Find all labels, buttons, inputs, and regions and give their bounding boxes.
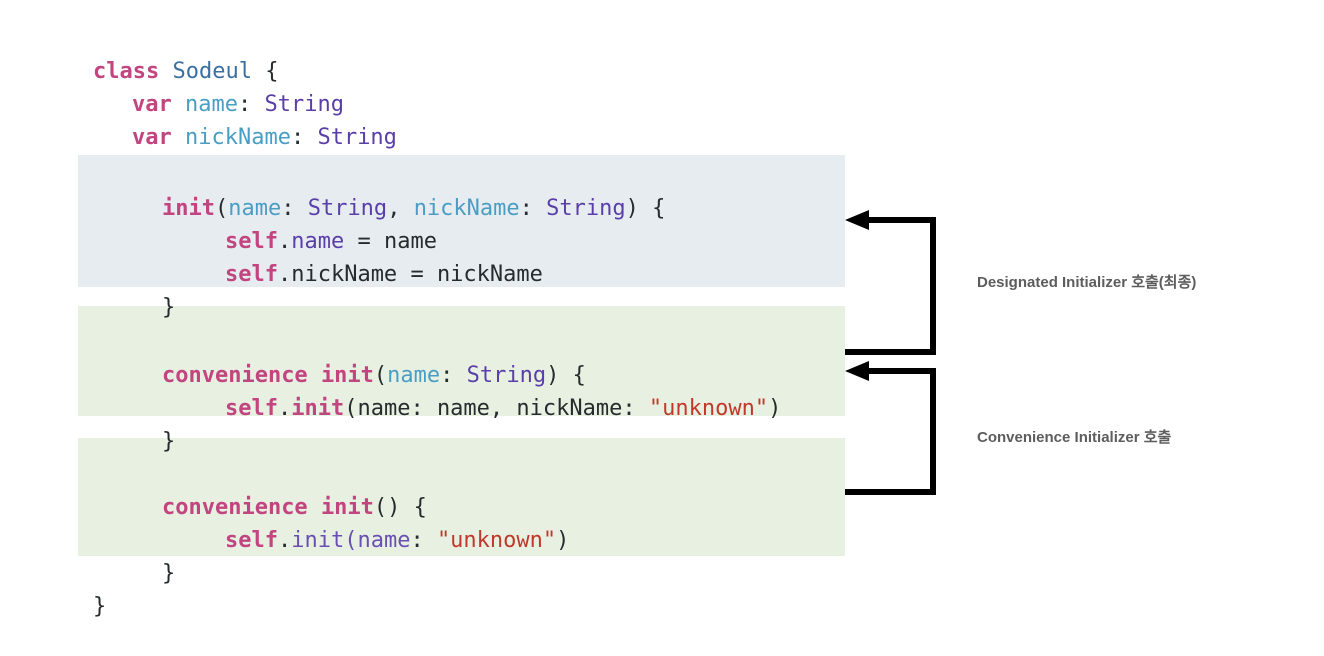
token-keyword-init: init [320, 363, 374, 388]
token-colon: : [622, 396, 636, 421]
token-arg-label-name: name [357, 528, 411, 553]
token-value-name: name [383, 229, 437, 254]
code-line-convenience1-signature: convenience init(name: String) { [0, 326, 1009, 388]
token-arg-value-name: name [436, 396, 490, 421]
token-paren-close: ) [768, 396, 782, 421]
token-keyword-init: init [320, 495, 374, 520]
token-keyword-self: self [224, 262, 278, 287]
token-colon: : [410, 396, 424, 421]
token-paren-close: ) [556, 528, 570, 553]
token-arg-label-nickname: nickName [516, 396, 623, 421]
token-keyword-var: var [131, 125, 172, 150]
token-type-string: String [317, 125, 397, 150]
code-line-class-open: class Sodeul { [0, 22, 940, 84]
token-keyword-var: var [131, 92, 172, 117]
token-paren-close: ) [625, 196, 639, 221]
token-property-name: name [291, 229, 345, 254]
token-paren-open: ( [373, 495, 388, 520]
code-line-designated-close: } [0, 258, 1009, 320]
code-line-var-nickname: var nickName: String [0, 88, 979, 150]
code-line-convenience2-call: self.init(name: "unknown") [0, 491, 1072, 553]
token-keyword-class: class [92, 59, 160, 84]
code-line-assign-nickname: self.nickName = nickName [0, 225, 1072, 287]
token-string-unknown: "unknown" [436, 528, 557, 553]
token-colon: : [281, 196, 295, 221]
token-comma: , [387, 196, 401, 221]
block-convenience-initializer-2 [78, 438, 845, 556]
token-arg-label-name: name [357, 396, 411, 421]
block-convenience-initializer-1 [78, 306, 845, 416]
token-keyword-self: self [224, 528, 278, 553]
code-listing: class Sodeul { var name: String var nick… [78, 59, 845, 619]
token-keyword-init: init [161, 196, 215, 221]
token-paren-open: ( [214, 196, 229, 221]
token-paren-open: ( [344, 528, 358, 553]
token-paren-close: ) [546, 363, 560, 388]
token-colon: : [237, 92, 252, 117]
token-type-string: String [264, 92, 344, 117]
token-param-name: name [387, 363, 441, 388]
annotation-convenience-initializer: Convenience Initializer 호출 [977, 429, 1172, 446]
token-colon: : [440, 363, 454, 388]
token-type-string: String [307, 196, 388, 221]
token-param-name: name [228, 196, 282, 221]
token-property-name: name [184, 92, 238, 117]
token-brace-close: } [161, 295, 176, 320]
token-brace-close: } [161, 561, 176, 586]
token-dot: . [277, 229, 292, 254]
token-brace-open: { [572, 363, 586, 388]
token-paren-close: ) [387, 495, 401, 520]
token-paren-open: ( [344, 396, 358, 421]
code-line-convenience1-call: self.init(name: name, nickName: "unknown… [0, 359, 1072, 421]
token-keyword-self: self [224, 229, 278, 254]
code-line-class-close: } [0, 557, 940, 619]
token-type-string: String [466, 363, 547, 388]
token-keyword-self: self [224, 396, 278, 421]
token-dot: . [277, 528, 292, 553]
token-property-nickname: nickName [184, 125, 291, 150]
code-line-var-name: var name: String [0, 55, 979, 117]
code-line-convenience2-signature: convenience init() { [0, 458, 1009, 520]
token-keyword-convenience: convenience [161, 495, 308, 520]
token-brace-open: { [265, 59, 279, 84]
code-line-convenience1-close: } [0, 392, 1009, 454]
token-param-nickname: nickName [413, 196, 520, 221]
token-string-unknown: "unknown" [648, 396, 769, 421]
token-paren-open: ( [373, 363, 388, 388]
token-brace-close: } [161, 429, 176, 454]
block-designated-initializer [78, 155, 845, 287]
token-type-string: String [546, 196, 626, 221]
token-brace-open: { [652, 196, 666, 221]
annotation-designated-initializer: Designated Initializer 호출(최종) [977, 274, 1197, 291]
token-dot: . [277, 262, 292, 287]
token-brace-open: { [413, 495, 427, 520]
token-value-nickname: nickName [436, 262, 543, 287]
token-brace-close: } [92, 594, 107, 619]
token-comma: , [489, 396, 504, 421]
token-colon: : [290, 125, 305, 150]
token-property-nickname: nickName [291, 262, 398, 287]
token-assign: = [357, 229, 371, 254]
token-assign: = [410, 262, 424, 287]
token-type-sodeul: Sodeul [172, 59, 252, 84]
code-line-convenience2-close: } [0, 524, 1009, 586]
token-keyword-init: init [291, 396, 345, 421]
token-colon: : [519, 196, 533, 221]
token-colon: : [410, 528, 424, 553]
token-dot: . [277, 396, 292, 421]
code-line-assign-name: self.name = name [0, 192, 1072, 254]
code-line-designated-signature: init(name: String, nickName: String) { [0, 159, 1009, 221]
token-keyword-init: init [291, 528, 345, 553]
token-keyword-convenience: convenience [161, 363, 308, 388]
